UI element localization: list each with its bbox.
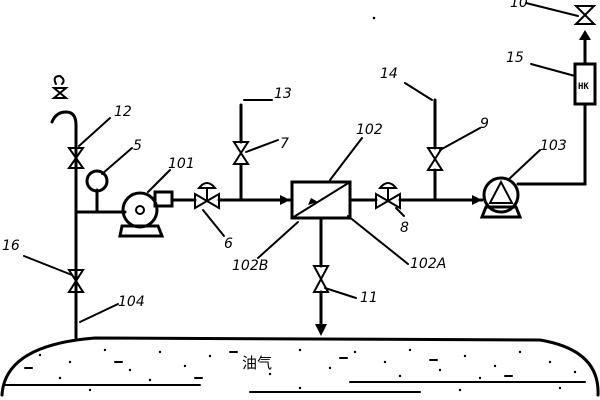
label-8: 8 [400, 220, 409, 236]
valve-9 [426, 147, 444, 171]
label-102: 102 [356, 122, 383, 138]
valve-10 [573, 5, 597, 25]
pressure-gauge-5 [85, 169, 109, 212]
control-valve-6 [194, 182, 220, 210]
breather-valve-symbol [51, 87, 69, 99]
label-11: 11 [360, 290, 378, 306]
oil-gas-tank: 油气 [0, 336, 600, 397]
leader-lines [23, 2, 579, 323]
branch-13 [232, 103, 250, 202]
hk-device-15: HK [573, 62, 597, 106]
separator-102 [290, 180, 352, 220]
label-103: 103 [540, 138, 567, 154]
label-9: 9 [480, 116, 489, 132]
branch-14 [426, 98, 444, 202]
drain-line-11 [312, 216, 330, 336]
control-valve-8 [375, 182, 401, 210]
label-15: 15 [506, 50, 524, 66]
label-10: 10 [510, 0, 528, 11]
pipe-104 [50, 74, 78, 340]
label-14: 14 [380, 66, 398, 82]
label-7: 7 [280, 136, 289, 152]
label-16: 16 [2, 238, 20, 254]
label-102B: 102B [232, 258, 268, 274]
valve-7 [232, 141, 250, 165]
label-5: 5 [133, 138, 142, 154]
valve-12 [67, 147, 85, 169]
blower-101 [118, 190, 174, 238]
hk-label: HK [578, 82, 589, 92]
tank-content-label: 油气 [242, 354, 272, 372]
label-12: 12 [114, 104, 132, 120]
label-13: 13 [274, 86, 292, 102]
pump-103 [479, 176, 523, 219]
label-102A: 102A [410, 256, 446, 272]
label-104: 104 [118, 294, 145, 310]
stray-dot [372, 16, 376, 20]
valve-11 [312, 265, 330, 293]
tank-speckles [38, 348, 577, 392]
callout-labels: 10 12 5 101 16 104 6 13 7 102 102B 102A … [2, 0, 567, 310]
label-6: 6 [224, 236, 233, 252]
label-101: 101 [168, 156, 195, 172]
valve-16 [67, 269, 85, 293]
tank-dashes [24, 351, 513, 379]
